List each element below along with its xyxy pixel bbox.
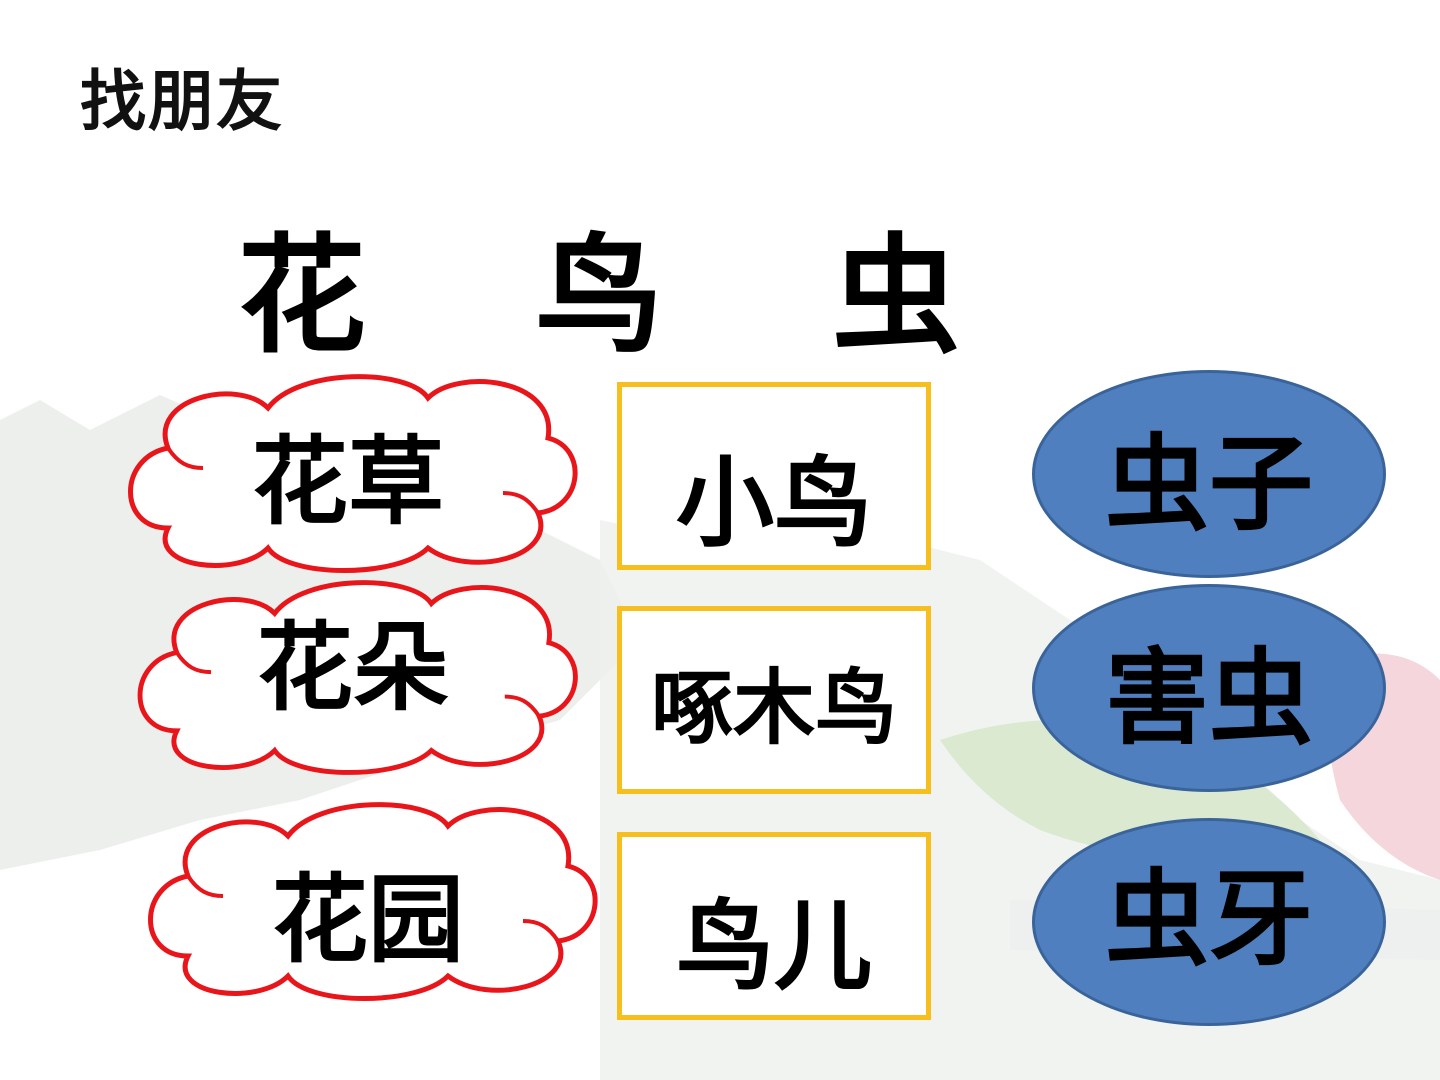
cloud-shape (128, 374, 578, 573)
header-char-insect: 虫 (832, 222, 961, 371)
cloud-shape (137, 580, 578, 775)
word-ellipse-2[interactable]: 害虫 (1032, 584, 1386, 792)
word-box-2[interactable]: 啄木鸟 (617, 606, 931, 794)
cloud-shape (148, 802, 598, 1001)
cloud-card-2[interactable]: 花朵 (118, 572, 588, 782)
cloud-label: 花园 (272, 863, 464, 976)
cloud-label: 花草 (252, 425, 444, 538)
word-ellipse-1[interactable]: 虫子 (1032, 370, 1386, 578)
cloud-card-3[interactable]: 花园 (128, 796, 608, 1006)
cloud-card-1[interactable]: 花草 (108, 368, 588, 578)
word-ellipse-3[interactable]: 虫牙 (1032, 818, 1386, 1026)
page-title: 找朋友 (80, 63, 284, 140)
header-char-flower: 花 (238, 222, 367, 371)
word-box-3[interactable]: 鸟儿 (617, 832, 931, 1020)
word-box-1[interactable]: 小鸟 (617, 382, 931, 570)
cloud-label: 花朵 (257, 611, 449, 724)
header-char-bird: 鸟 (535, 222, 664, 371)
